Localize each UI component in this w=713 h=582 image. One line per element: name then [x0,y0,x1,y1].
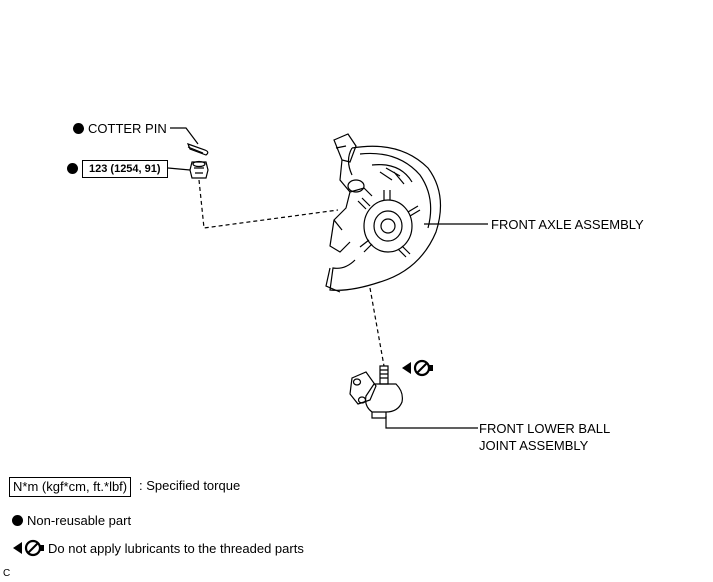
front-axle-drawing [325,133,442,293]
cotter-pin-label: COTTER PIN [88,121,167,136]
front-axle-assembly-label: FRONT AXLE ASSEMBLY [491,217,644,232]
front-lower-ball-joint-label-line2: JOINT ASSEMBLY [479,438,589,453]
cotter-pin-drawing [186,142,209,156]
torque-legend-desc: : Specified torque [139,478,241,493]
figure-code: C [3,568,11,579]
torque-spec-box: 123 (1254, 91) [82,160,168,178]
no-lubricant-legend-text: Do not apply lubricants to the threaded … [48,541,304,556]
non-reusable-dot-icon [12,515,23,526]
no-lubricant-icon [13,539,44,557]
ball-joint-drawing [349,365,403,419]
nut-drawing [189,160,209,179]
front-lower-ball-joint-label-line1: FRONT LOWER BALL [479,421,611,436]
non-reusable-legend-text: Non-reusable part [27,513,132,528]
non-reusable-dot-icon [67,163,78,174]
no-lubricant-icon [402,359,433,377]
non-reusable-dot-icon [73,123,84,134]
torque-unit-legend-box: N*m (kgf*cm, ft.*lbf) [9,477,132,497]
